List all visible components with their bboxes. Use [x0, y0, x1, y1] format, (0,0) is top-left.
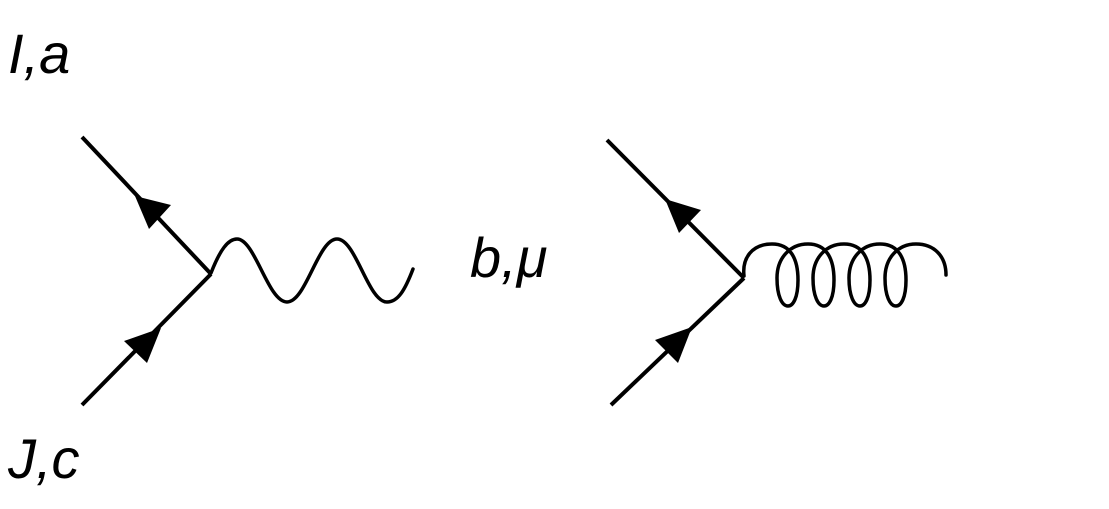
arrow-up-left-icon — [135, 196, 171, 229]
photon-wavy-line — [209, 237, 415, 304]
gluon-curly-line — [742, 242, 948, 308]
label-center: b,μ — [470, 226, 547, 289]
arrow-up-right-icon — [124, 328, 161, 363]
gluon-vertex — [605, 138, 948, 407]
label-bottom-left: J,c — [7, 427, 80, 490]
photon-vertex — [80, 135, 415, 407]
label-top-left: I,a — [8, 22, 70, 85]
arrow-up-right-icon — [655, 327, 692, 363]
arrow-up-left-icon — [665, 199, 701, 233]
